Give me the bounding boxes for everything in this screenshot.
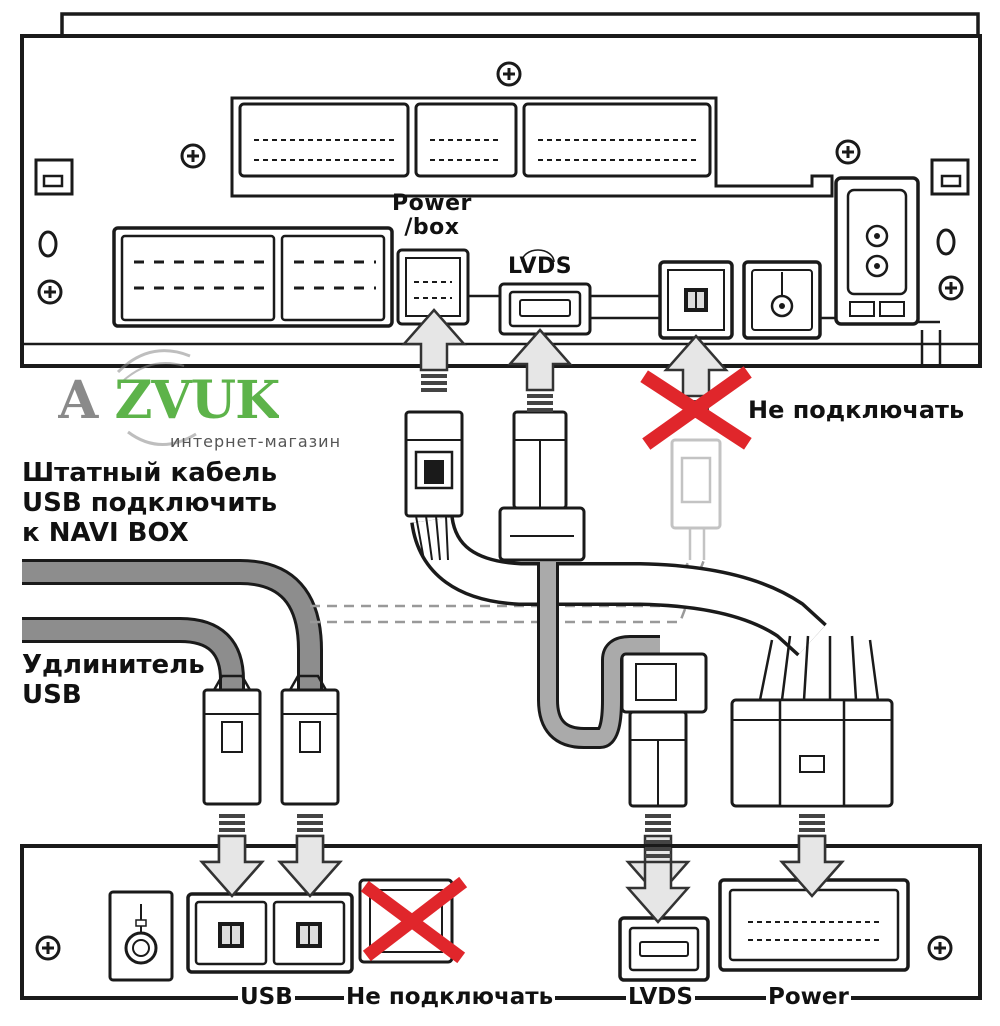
usb-plug-disconnected — [670, 438, 722, 560]
cross-icon-bottom — [360, 876, 468, 964]
navi-box — [20, 844, 982, 1000]
cables — [22, 515, 827, 749]
lvds-plug-bottom — [620, 652, 708, 808]
power-plug — [730, 635, 894, 808]
lvds-label-top: LVDS — [508, 254, 573, 279]
logo-subtitle: интернет-магазин — [170, 432, 342, 451]
power-box-socket — [396, 248, 470, 326]
logo-text: A ZVUK — [58, 370, 280, 431]
main-connector-left — [112, 226, 394, 328]
lvds-plug-top — [498, 410, 586, 562]
cross-icon-top — [640, 366, 752, 450]
bottom-label-power: Power — [766, 984, 851, 1010]
screw-icon — [180, 143, 206, 169]
antenna-socket-bottom — [108, 890, 174, 982]
screw-icon — [37, 279, 63, 305]
usb-plug-left — [202, 674, 262, 806]
lvds-socket-bottom — [618, 916, 710, 982]
power-box-plug — [404, 410, 464, 561]
usb-plug-right — [280, 674, 340, 806]
screw-icon — [35, 935, 61, 961]
head-unit — [20, 12, 982, 368]
power-box-label: Power /box — [392, 191, 472, 240]
screw-icon — [927, 935, 953, 961]
bottom-label-do-not-connect: Не подключать — [344, 984, 556, 1010]
stock-usb-cable-label: Штатный кабель USB подключить к NAVI BOX — [22, 458, 278, 548]
usb-sockets-bottom — [186, 892, 354, 974]
usb-extension-label: Удлинитель USB — [22, 650, 205, 710]
dual-antenna-module — [834, 176, 920, 326]
mount-tab-left — [34, 158, 74, 258]
bottom-label-lvds: LVDS — [626, 984, 695, 1010]
mount-tab-right — [930, 158, 970, 256]
top-connector-block — [230, 96, 834, 198]
screw-icon — [938, 275, 964, 301]
screw-icon — [835, 139, 861, 165]
logo: A ZVUK — [58, 370, 280, 431]
screw-icon — [496, 61, 522, 87]
logo-swirl-icon — [116, 349, 197, 446]
usb-socket-top — [658, 260, 734, 340]
antenna-socket-top — [742, 260, 822, 340]
bottom-label-usb: USB — [238, 984, 295, 1010]
do-not-connect-label-top: Не подключать — [748, 396, 965, 424]
